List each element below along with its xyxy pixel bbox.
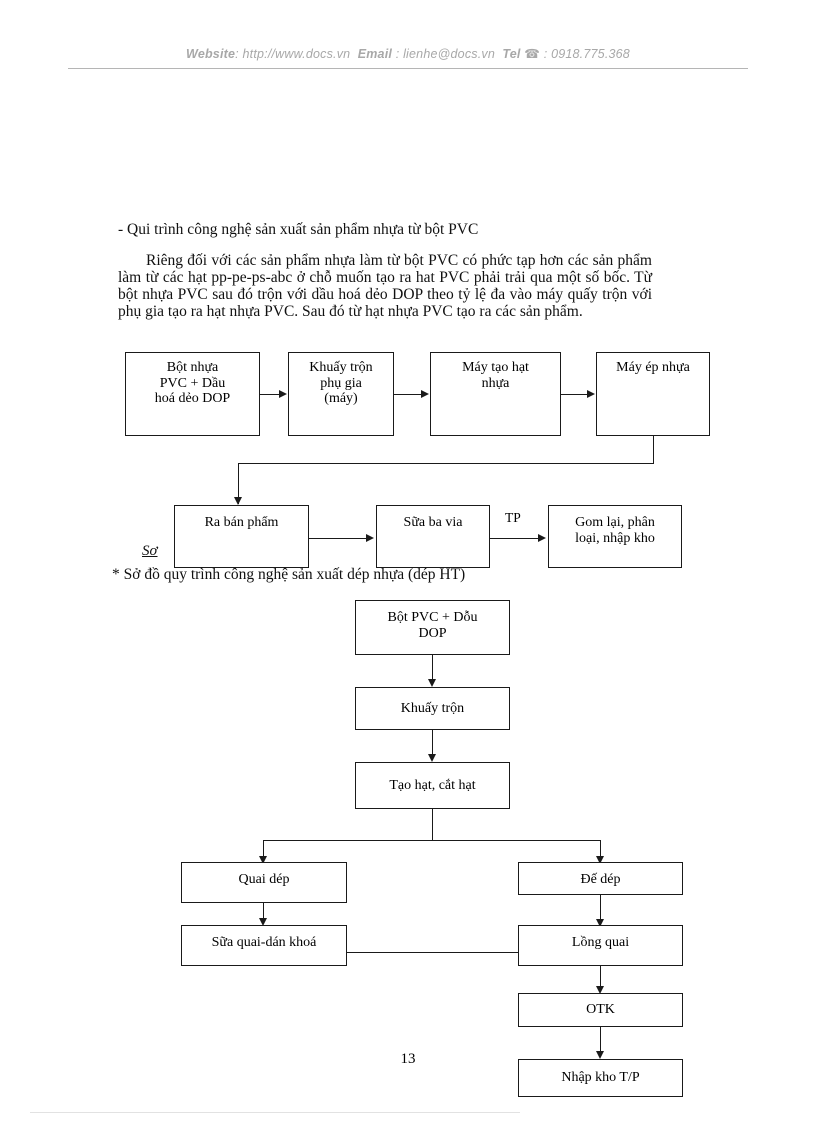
flow2-node-quai-dep[interactable]: Quai dép <box>181 862 347 903</box>
flow2-connector-4 <box>600 895 602 921</box>
flow2-connector-3 <box>263 903 265 920</box>
flow1-arrowhead-2 <box>421 390 429 398</box>
flow2-node-long-quai[interactable]: Lồng quai <box>518 925 683 966</box>
flow2-node-de-dep-label: Đế dép <box>580 872 621 887</box>
telephone-icon: ☎ <box>524 47 541 61</box>
flow2-connector-1 <box>432 655 434 681</box>
flow2-node-otk[interactable]: OTK <box>518 993 683 1027</box>
flow1-node-ra-ban-pham-label: Ra bán phẩm <box>204 515 279 530</box>
flow2-bus-horizontal <box>263 840 601 842</box>
flow2-node-khuay-tron[interactable]: Khuấy trộn <box>355 687 510 730</box>
section-heading: - Qui trình công nghệ sản xuất sản phẩm … <box>118 221 479 238</box>
flow2-arrowhead-5 <box>596 986 604 994</box>
header-email-label: Email <box>357 47 393 61</box>
flow2-connector-5 <box>600 966 602 989</box>
flow2-node-otk-label: OTK <box>586 1002 615 1018</box>
header-email-value: lienhe@docs.vn <box>403 47 496 61</box>
flow2-node-nhap-kho[interactable]: Nhập kho T/P <box>518 1059 683 1097</box>
flow1-connector-5 <box>490 538 539 540</box>
flow2-node-long-quai-label: Lồng quai <box>571 935 630 950</box>
flow1-connector-3 <box>561 394 588 396</box>
intro-paragraph: Riêng đối với các sản phẩm nhựa làm từ b… <box>118 252 652 320</box>
flow2-node-sua-quai[interactable]: Sữa quai-dán khoá <box>181 925 347 966</box>
flow1-wrap-segment-down2 <box>238 463 240 504</box>
header-tel-sep: : <box>540 47 552 61</box>
flow1-arrowhead-5 <box>538 534 546 542</box>
flow1-wrap-segment-down <box>653 436 655 464</box>
flow2-node-tao-hat-label: Tạo hạt, cắt hạt <box>389 777 476 793</box>
flow1-connector-1 <box>260 394 280 396</box>
flow1-arrowhead-4 <box>366 534 374 542</box>
flow2-bus-right-drop <box>600 840 602 861</box>
flow1-connector-4 <box>309 538 367 540</box>
flow2-arrowhead-left-branch <box>259 856 267 864</box>
flow2-arrowhead-1 <box>428 679 436 687</box>
flow2-arrowhead-right-branch <box>596 856 604 864</box>
flow2-arrowhead-6 <box>596 1051 604 1059</box>
flowchart2-caption: * Sở đồ quy trình công nghệ sản xuất dép… <box>112 566 466 583</box>
flow1-wrap-segment-left <box>238 463 654 465</box>
flow2-bus-left-drop <box>263 840 265 861</box>
flow2-node-sua-quai-label: Sữa quai-dán khoá <box>211 935 317 950</box>
flow1-wrap-arrowhead <box>234 497 242 505</box>
flow1-node-ra-ban-pham[interactable]: Ra bán phẩm <box>174 505 309 568</box>
flow2-node-nhap-kho-label: Nhập kho T/P <box>561 1070 640 1086</box>
flow1-edge-label-tp: TP <box>504 510 522 526</box>
flow2-bus-stem <box>432 809 434 841</box>
flow1-arrowhead-3 <box>587 390 595 398</box>
header-website-value: http://www.docs.vn <box>242 47 351 61</box>
flow1-node-sua-ba-via-label: Sữa ba via <box>403 515 463 530</box>
flow2-node-khuay-tron-label: Khuấy trộn <box>400 700 465 716</box>
flow1-connector-2 <box>394 394 422 396</box>
flow2-node-quai-dep-label: Quai dép <box>238 872 290 887</box>
footer-divider <box>30 1112 520 1113</box>
header-email-sep: : <box>392 47 404 61</box>
flow2-arrowhead-2 <box>428 754 436 762</box>
document-header: Website: http://www.docs.vn Email : lien… <box>0 46 816 61</box>
flow1-node-may-ep-nhua-label: Máy ép nhựa <box>616 360 690 375</box>
flow1-node-may-ep-nhua[interactable]: Máy ép nhựa <box>596 352 710 436</box>
header-website-sep: : <box>235 47 243 61</box>
flow2-connector-2 <box>432 730 434 756</box>
flow2-arrowhead-3 <box>259 918 267 926</box>
header-website-label: Website <box>186 47 236 61</box>
flow1-node-sua-ba-via[interactable]: Sữa ba via <box>376 505 490 568</box>
so-fragment-text: Sơ <box>142 543 158 559</box>
header-tel-value: 0918.775.368 <box>551 47 630 61</box>
header-tel-label: Tel <box>502 47 521 61</box>
flow1-arrowhead-1 <box>279 390 287 398</box>
flow2-merge-connector <box>347 952 519 954</box>
flow2-node-tao-hat[interactable]: Tạo hạt, cắt hạt <box>355 762 510 809</box>
page-number: 13 <box>400 1051 416 1067</box>
flow2-arrowhead-4 <box>596 919 604 927</box>
header-divider <box>68 68 748 69</box>
flow2-node-de-dep[interactable]: Đế dép <box>518 862 683 895</box>
flow2-connector-6 <box>600 1027 602 1053</box>
